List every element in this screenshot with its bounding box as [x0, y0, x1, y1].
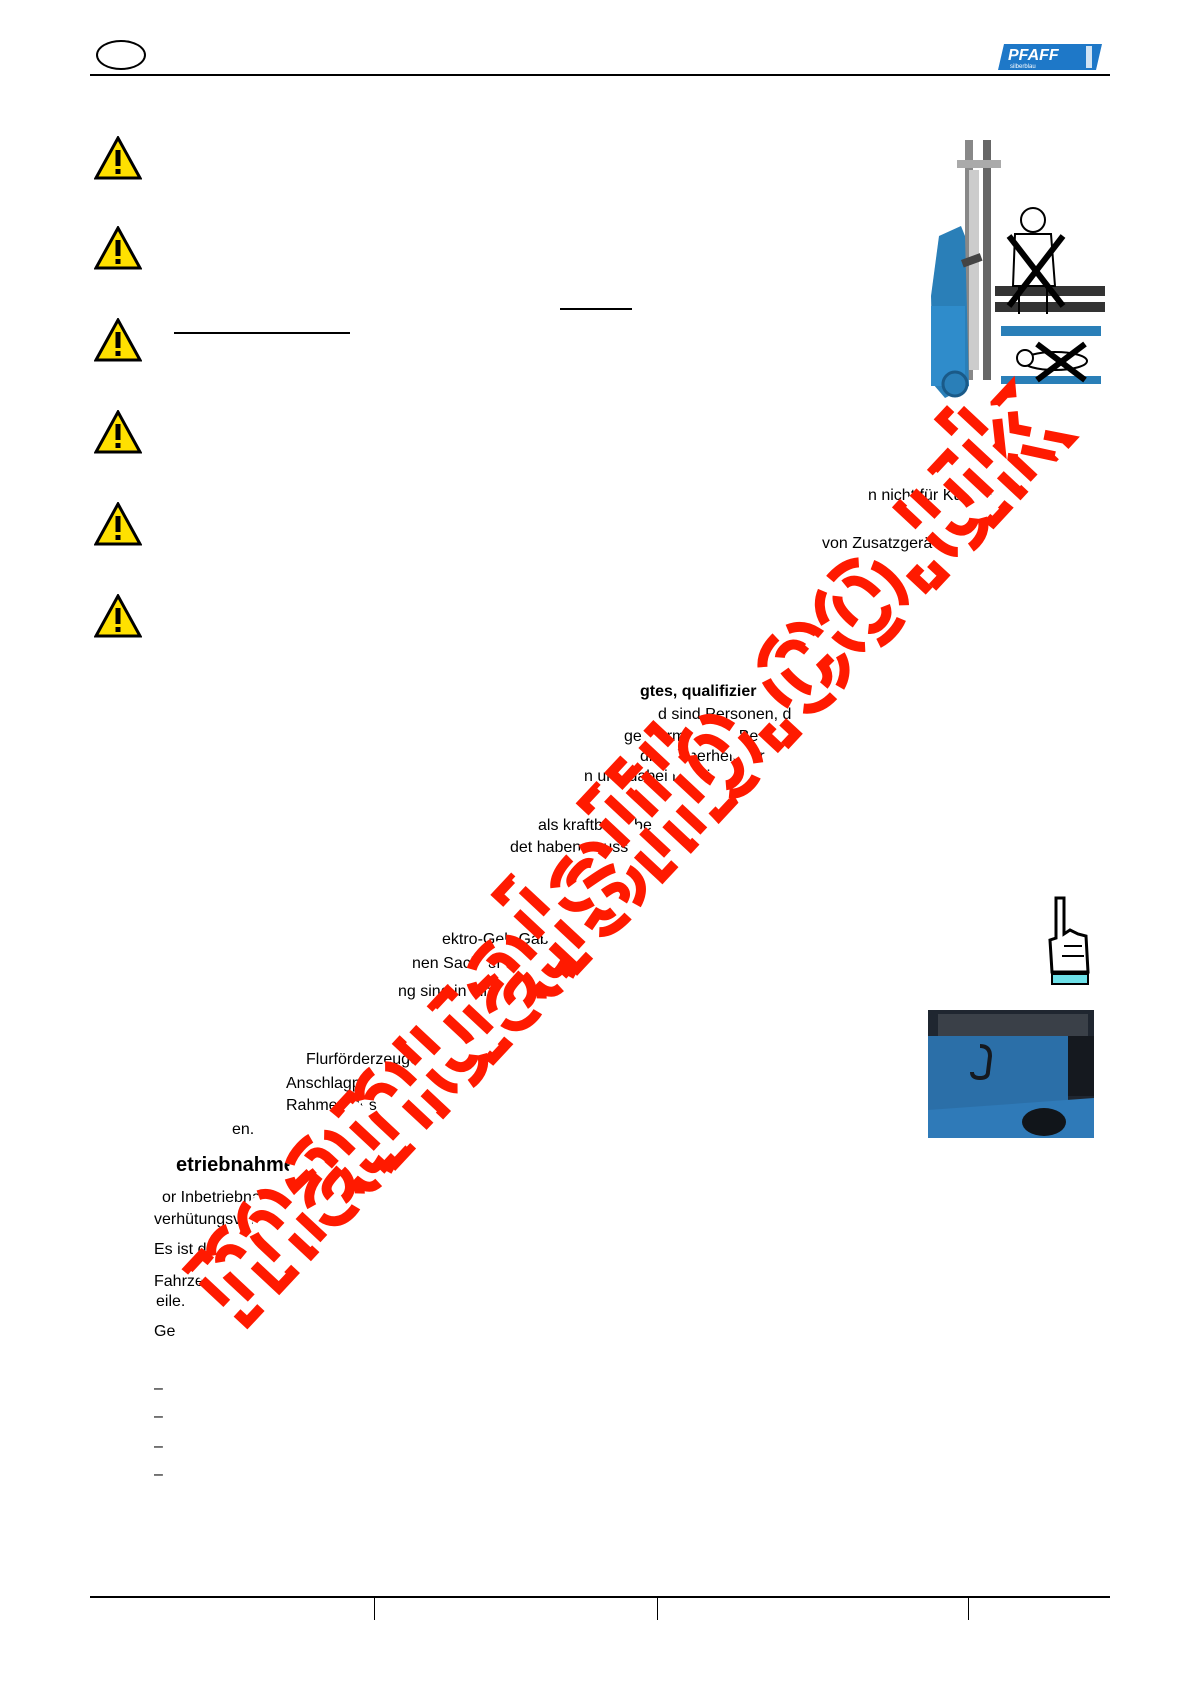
list-marker: – [154, 1466, 163, 1483]
text-fragment: ng sind in ein P [398, 983, 508, 1000]
text-fragment: die Sicherheit der [640, 748, 765, 765]
text-fragment: or Inbetriebnahm [162, 1189, 283, 1206]
text-fragment: Fahrzeu [154, 1273, 213, 1290]
text-fragment: nen Sachver [412, 955, 502, 972]
section-heading: etriebnahme [176, 1154, 295, 1176]
text-fragment: Anschlagpunkte [286, 1075, 400, 1092]
text-fragment: von Zusatzgerä [822, 535, 933, 552]
text-fragment: n und dabei mögli [584, 768, 711, 785]
warning-triangle-icon [94, 502, 142, 546]
text-fragment: eile. [156, 1293, 186, 1310]
warning-triangle-icon [94, 594, 142, 638]
text-fragment: ektro-Geh-Gabe [442, 931, 558, 948]
warning-triangle-icon [94, 226, 142, 270]
text-fragment: gtes, qualifizier [640, 683, 757, 700]
logo-text: PFAFF [1008, 47, 1060, 64]
footer-rule [90, 1596, 1110, 1598]
underline [174, 332, 350, 334]
text-fragment: verhütungsvor [154, 1211, 256, 1228]
stacker-no-persons-illustration [931, 140, 1105, 398]
text-fragment: d sind Personen, d [658, 706, 792, 723]
text-fragment: Rahmen des [286, 1097, 377, 1114]
list-marker: – [154, 1380, 163, 1397]
text-fragment: als kraftbetriebe [538, 817, 652, 834]
warning-triangle-icon [94, 318, 142, 362]
footer-divider [968, 1598, 969, 1620]
warning-triangle-icon [94, 136, 142, 180]
text-fragment: Ge [154, 1323, 176, 1340]
pointing-hand-icon [1048, 896, 1090, 985]
text-fragment: n nicht für Kühlha [868, 487, 993, 504]
logo-subtext: silberblau [1010, 64, 1036, 70]
list-marker: – [154, 1408, 163, 1425]
text-fragment: ge Normen und Be [624, 728, 759, 745]
list-marker: – [154, 1438, 163, 1455]
pfaff-logo: PFAFF silberblau [998, 44, 1102, 70]
warning-triangle-icon [94, 410, 142, 454]
footer-divider [657, 1598, 658, 1620]
footer-divider [374, 1598, 375, 1620]
text-fragment: det haben, muss e [510, 839, 642, 856]
text-fragment: Es ist darau [154, 1241, 239, 1258]
watermark: manualslib.co.uk [150, 342, 1099, 1357]
underline [560, 308, 632, 310]
header-rule [90, 74, 1110, 76]
language-badge [96, 40, 146, 70]
text-fragment: en. [232, 1121, 255, 1138]
lifting-point-photo [928, 1010, 1094, 1138]
text-fragment: Flurförderzeuge [306, 1051, 419, 1068]
